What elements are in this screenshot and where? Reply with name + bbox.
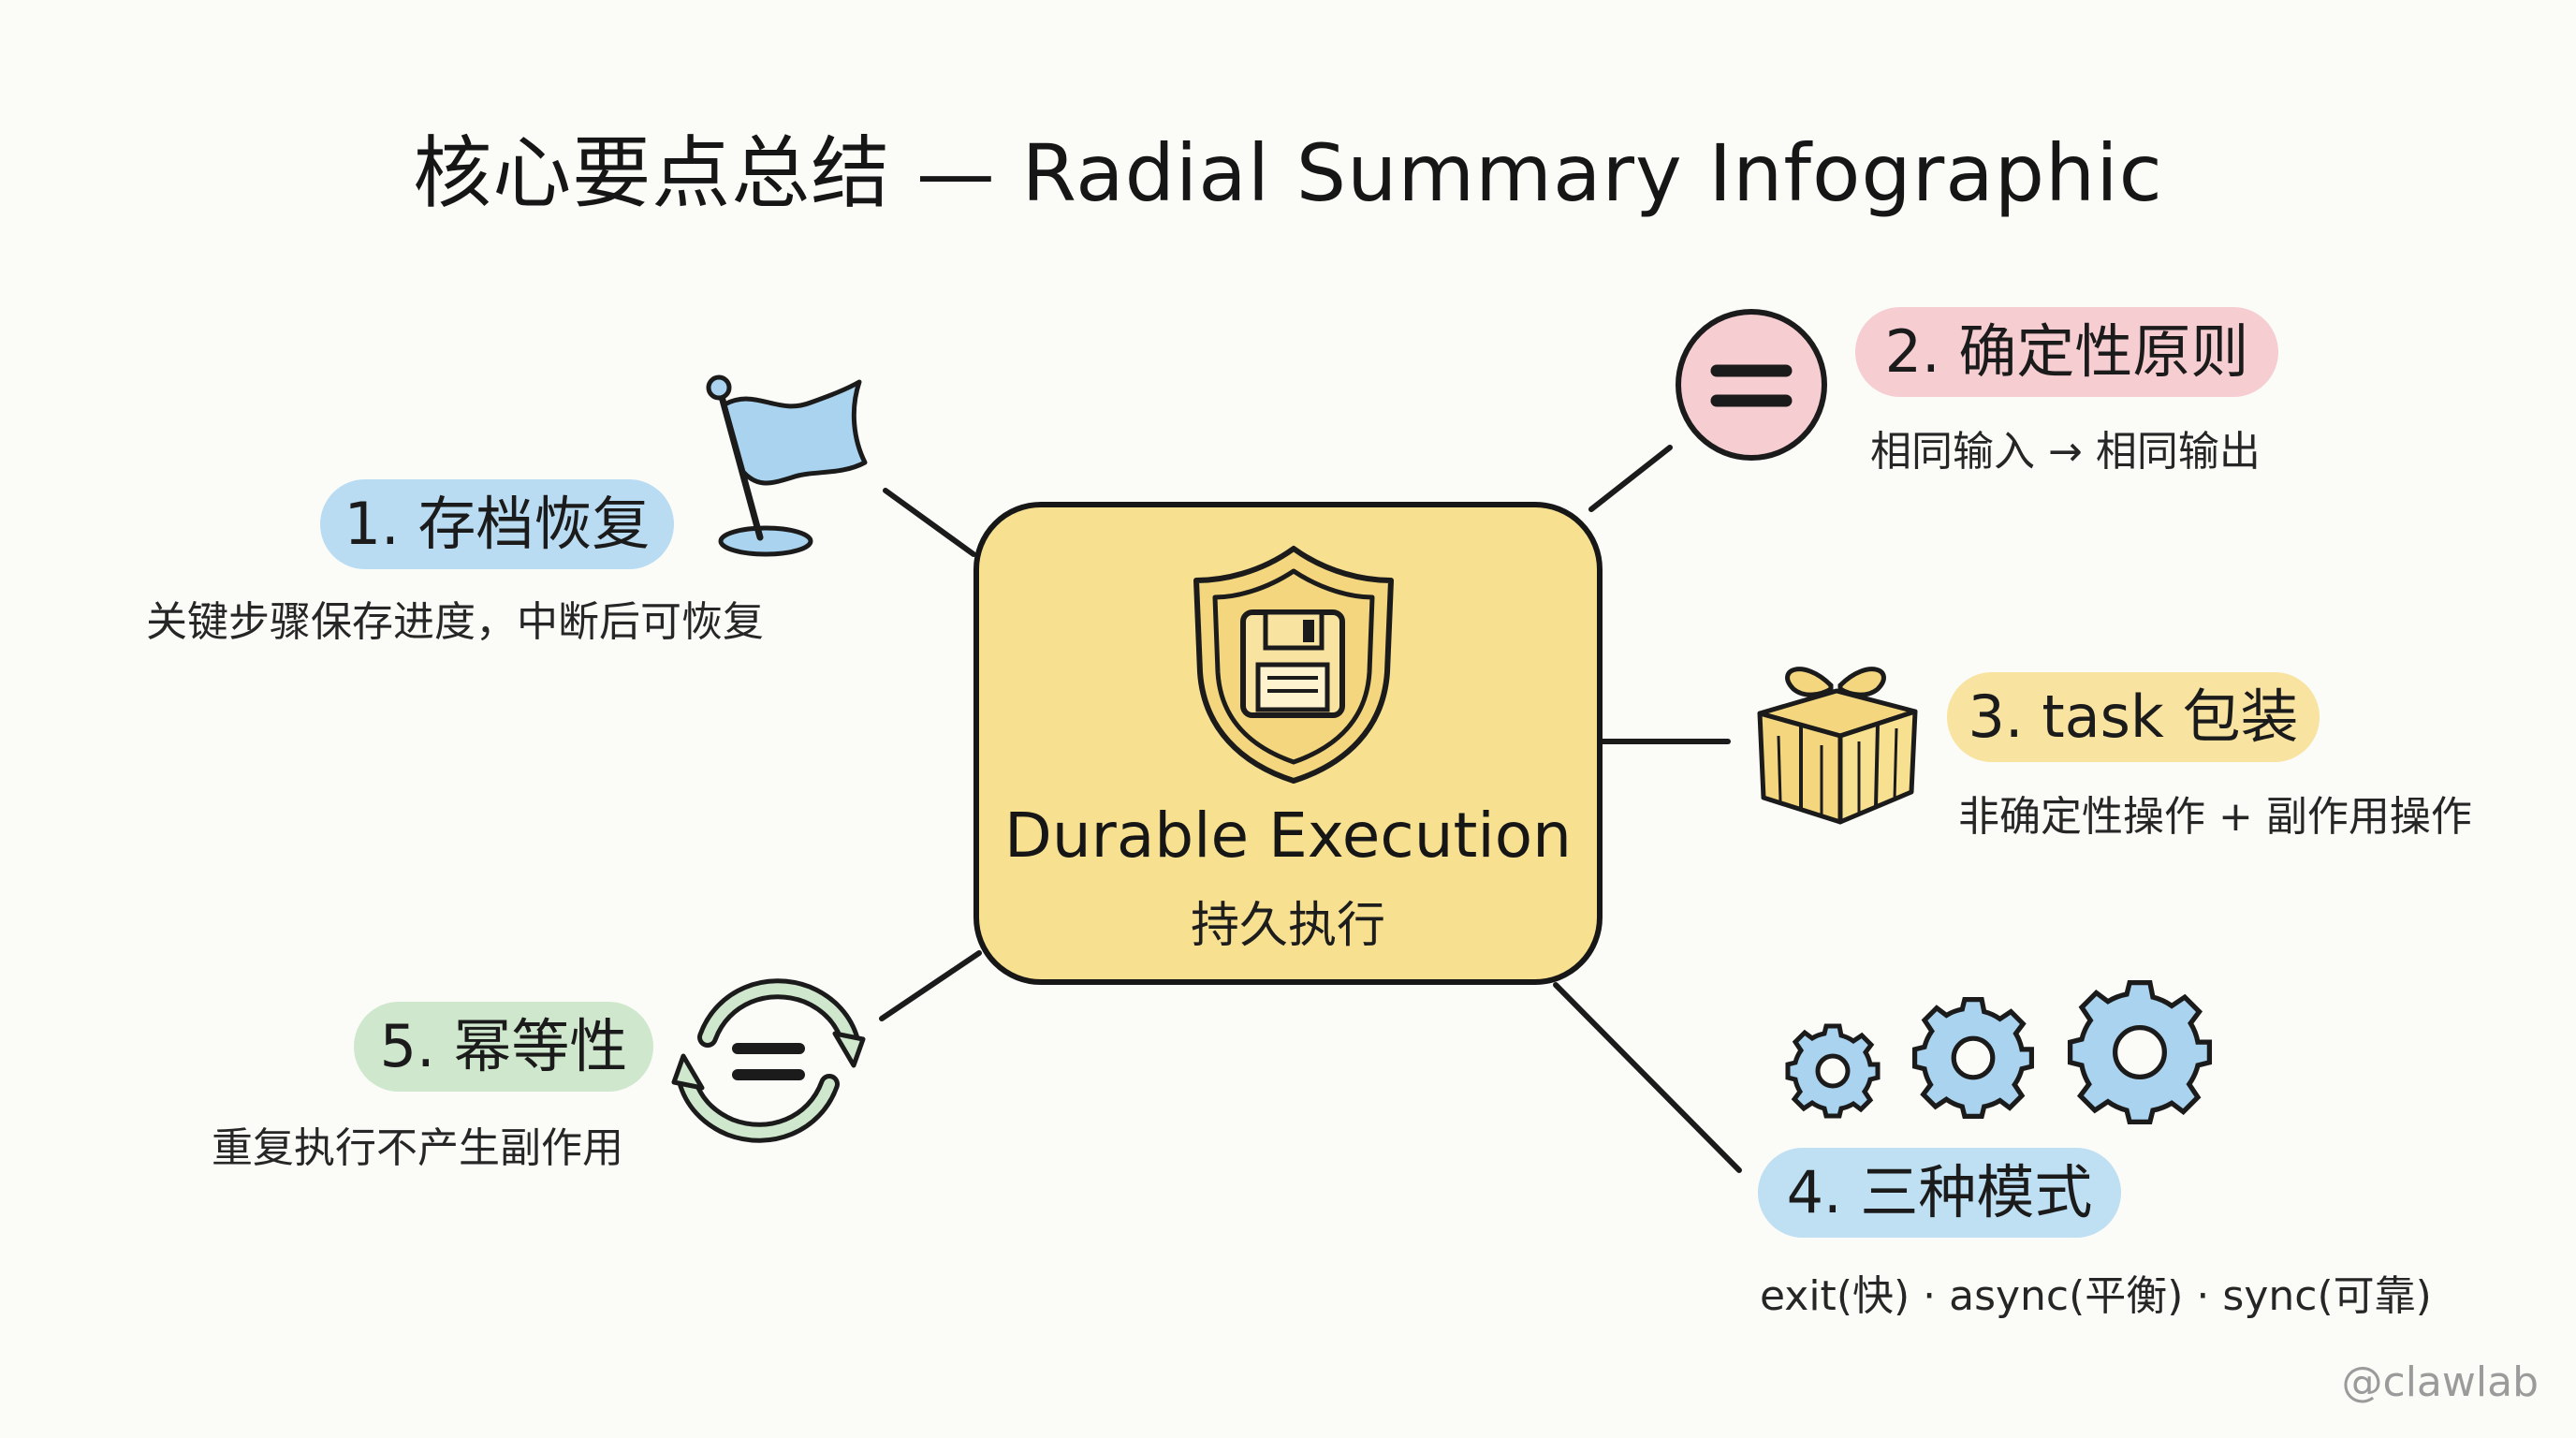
connector-2 bbox=[1588, 445, 1673, 512]
center-subtitle: 持久执行 bbox=[1190, 898, 1385, 954]
center-title: Durable Execution bbox=[1004, 800, 1572, 872]
node-1-description: 关键步骤保存进度，中断后可恢复 bbox=[146, 598, 764, 646]
node-4-label: 4. 三种模式 bbox=[1758, 1148, 2121, 1238]
node-4-description: exit(快) · async(平衡) · sync(可靠) bbox=[1760, 1272, 2432, 1320]
node-3-label: 3. task 包装 bbox=[1947, 672, 2320, 762]
connector-4 bbox=[1553, 982, 1742, 1173]
center-node: Durable Execution 持久执行 bbox=[973, 502, 1603, 985]
node-3-description: 非确定性操作 + 副作用操作 bbox=[1958, 793, 2472, 841]
gears-icon bbox=[1785, 979, 2213, 1125]
connector-5 bbox=[879, 950, 982, 1021]
page-title: 核心要点总结 — Radial Summary Infographic bbox=[413, 127, 2163, 219]
watermark: @clawlab bbox=[2341, 1358, 2539, 1406]
cycle-equals-icon bbox=[671, 978, 866, 1143]
node-1-label: 1. 存档恢复 bbox=[320, 479, 674, 569]
node-2-description: 相同输入 → 相同输出 bbox=[1870, 428, 2261, 476]
node-5-label: 5. 幂等性 bbox=[354, 1002, 653, 1092]
gift-icon bbox=[1757, 667, 1918, 825]
node-5-description: 重复执行不产生副作用 bbox=[212, 1124, 623, 1172]
shield-floppy-icon bbox=[1193, 546, 1394, 784]
connector-1 bbox=[883, 488, 976, 557]
flag-icon bbox=[706, 374, 868, 557]
node-2-label: 2. 确定性原则 bbox=[1855, 307, 2278, 397]
equals-icon bbox=[1676, 309, 1827, 461]
